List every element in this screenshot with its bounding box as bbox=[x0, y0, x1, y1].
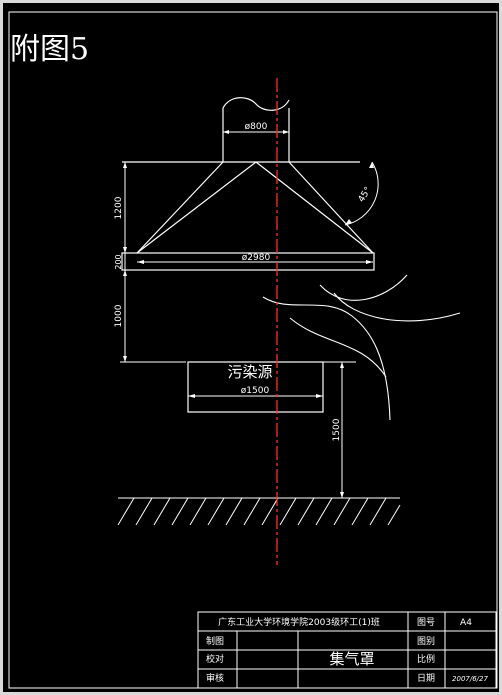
ground-hatch bbox=[117, 497, 401, 526]
drawing-no-label: 图号 bbox=[417, 617, 435, 628]
category-label: 图别 bbox=[417, 636, 435, 647]
drawing-border bbox=[8, 11, 498, 689]
drawn-by-label: 制图 bbox=[206, 635, 224, 647]
figure-title: 附图5 bbox=[10, 32, 90, 67]
rim-height-label: 200 bbox=[114, 254, 123, 269]
title-block bbox=[197, 611, 497, 689]
gap-height-label: 1000 bbox=[114, 304, 124, 327]
pollution-source: 污染源 ø1500 bbox=[187, 361, 324, 413]
source-diameter-label: ø1500 bbox=[241, 386, 270, 396]
school-name: 广东工业大学环境学院2003级环工(1)班 bbox=[218, 616, 380, 628]
top-diameter-label: ø800 bbox=[245, 122, 268, 132]
drawing-name: 集气罩 bbox=[329, 650, 374, 668]
hood-height-label: 1200 bbox=[114, 196, 124, 219]
hood bbox=[121, 161, 375, 271]
date-label: 日期 bbox=[417, 673, 435, 684]
date-value: 2007/6/27 bbox=[452, 675, 488, 683]
hood-height-dim: 1200 200 bbox=[114, 162, 127, 270]
gap-height-dim: 1000 bbox=[114, 270, 186, 363]
reviewed-by-label: 审核 bbox=[206, 672, 224, 684]
checked-by-label: 校对 bbox=[206, 653, 224, 665]
source-height-dim: 1500 bbox=[323, 361, 356, 498]
hood-diameter-label: ø2980 bbox=[242, 253, 271, 263]
angle-dim: 45° bbox=[344, 161, 379, 226]
source-name-label: 污染源 bbox=[227, 363, 272, 381]
source-height-label: 1500 bbox=[332, 418, 342, 441]
hood-diameter-dim: ø2980 bbox=[137, 253, 373, 264]
title-block-text: 广东工业大学环境学院2003级环工(1)班 图号 A4 制图 校对 审核 集气罩… bbox=[206, 616, 488, 684]
top-diameter-dim: ø800 bbox=[223, 122, 289, 134]
scale-label: 比例 bbox=[417, 653, 435, 665]
drawing-no-value: A4 bbox=[460, 618, 472, 628]
air-flow-lines bbox=[262, 274, 461, 421]
duct bbox=[222, 97, 290, 162]
angle-label: 45° bbox=[357, 186, 374, 205]
